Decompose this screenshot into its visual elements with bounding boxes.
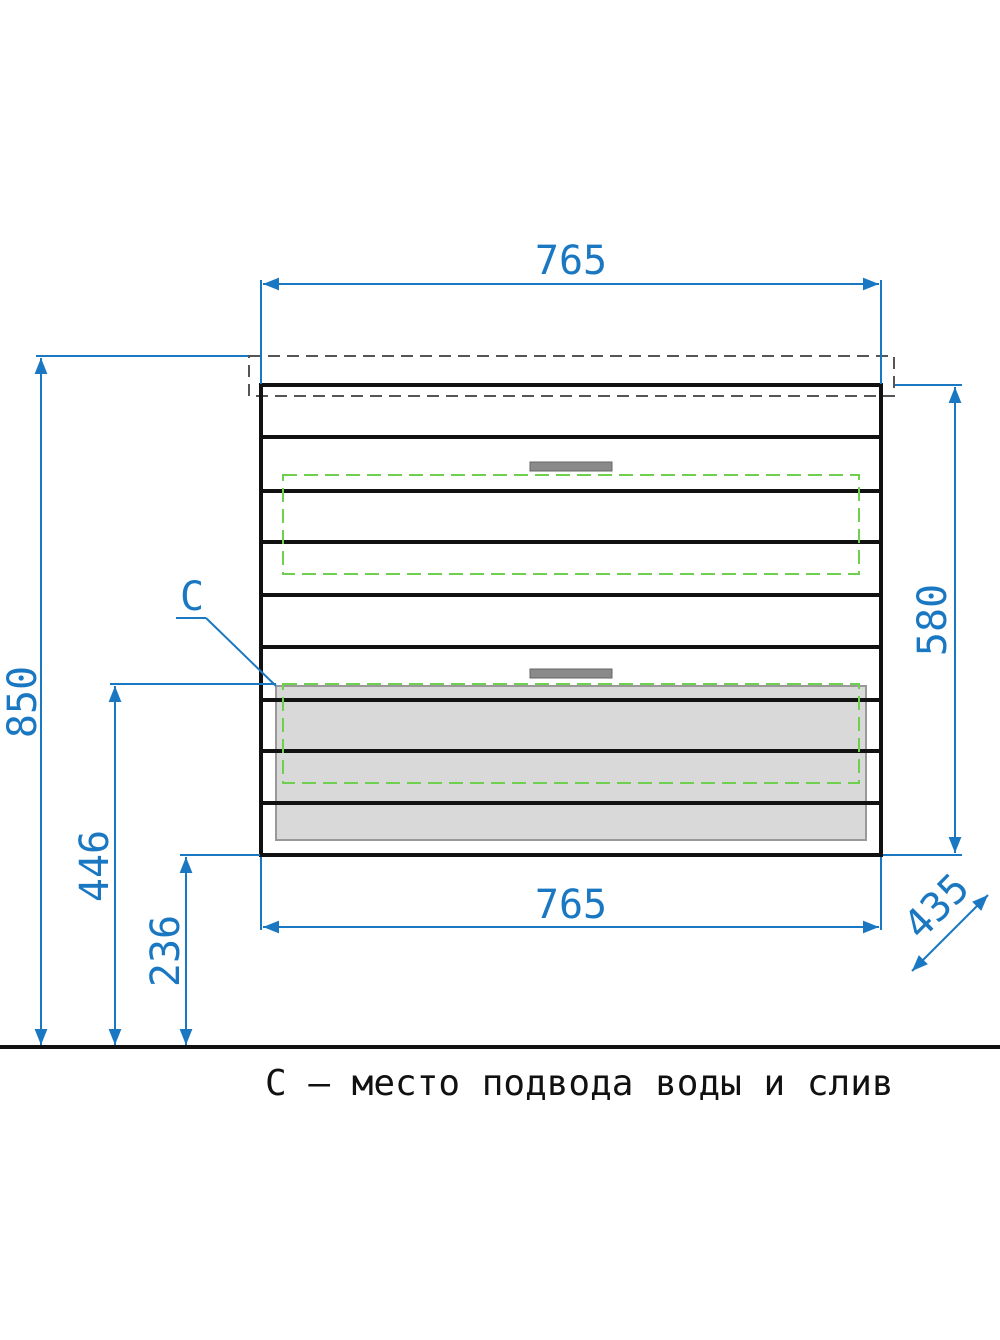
dim-width-top-label: 765 bbox=[535, 238, 607, 284]
dim-depth-label: 435 bbox=[895, 865, 979, 949]
legend-note: С – место подвода воды и слив bbox=[265, 1063, 894, 1104]
dim-width-bottom bbox=[260, 857, 882, 934]
lower-drawer-handle bbox=[529, 668, 613, 679]
dim-bottom-clearance-label: 236 bbox=[143, 915, 189, 987]
cabinet-body bbox=[259, 383, 883, 857]
upper-drawer-handle bbox=[529, 461, 613, 472]
connection-zone bbox=[275, 685, 867, 841]
dim-width-bottom-label: 765 bbox=[535, 882, 607, 928]
dim-connection-height bbox=[108, 683, 276, 1045]
dim-bottom-clearance bbox=[179, 854, 260, 1045]
callout-leader bbox=[176, 617, 277, 687]
dim-connection-height-label: 446 bbox=[72, 830, 118, 902]
dim-cabinet-height bbox=[883, 384, 962, 856]
dim-depth bbox=[911, 894, 989, 972]
dim-width-top bbox=[260, 277, 882, 384]
dim-total-height-label: 850 bbox=[0, 666, 46, 738]
callout-letter: C bbox=[180, 574, 204, 620]
dim-total-height bbox=[34, 355, 248, 1045]
dim-cabinet-height-label: 580 bbox=[910, 584, 956, 656]
sink-top-dashed-outline bbox=[248, 355, 895, 397]
cabinet-slats bbox=[261, 435, 881, 805]
